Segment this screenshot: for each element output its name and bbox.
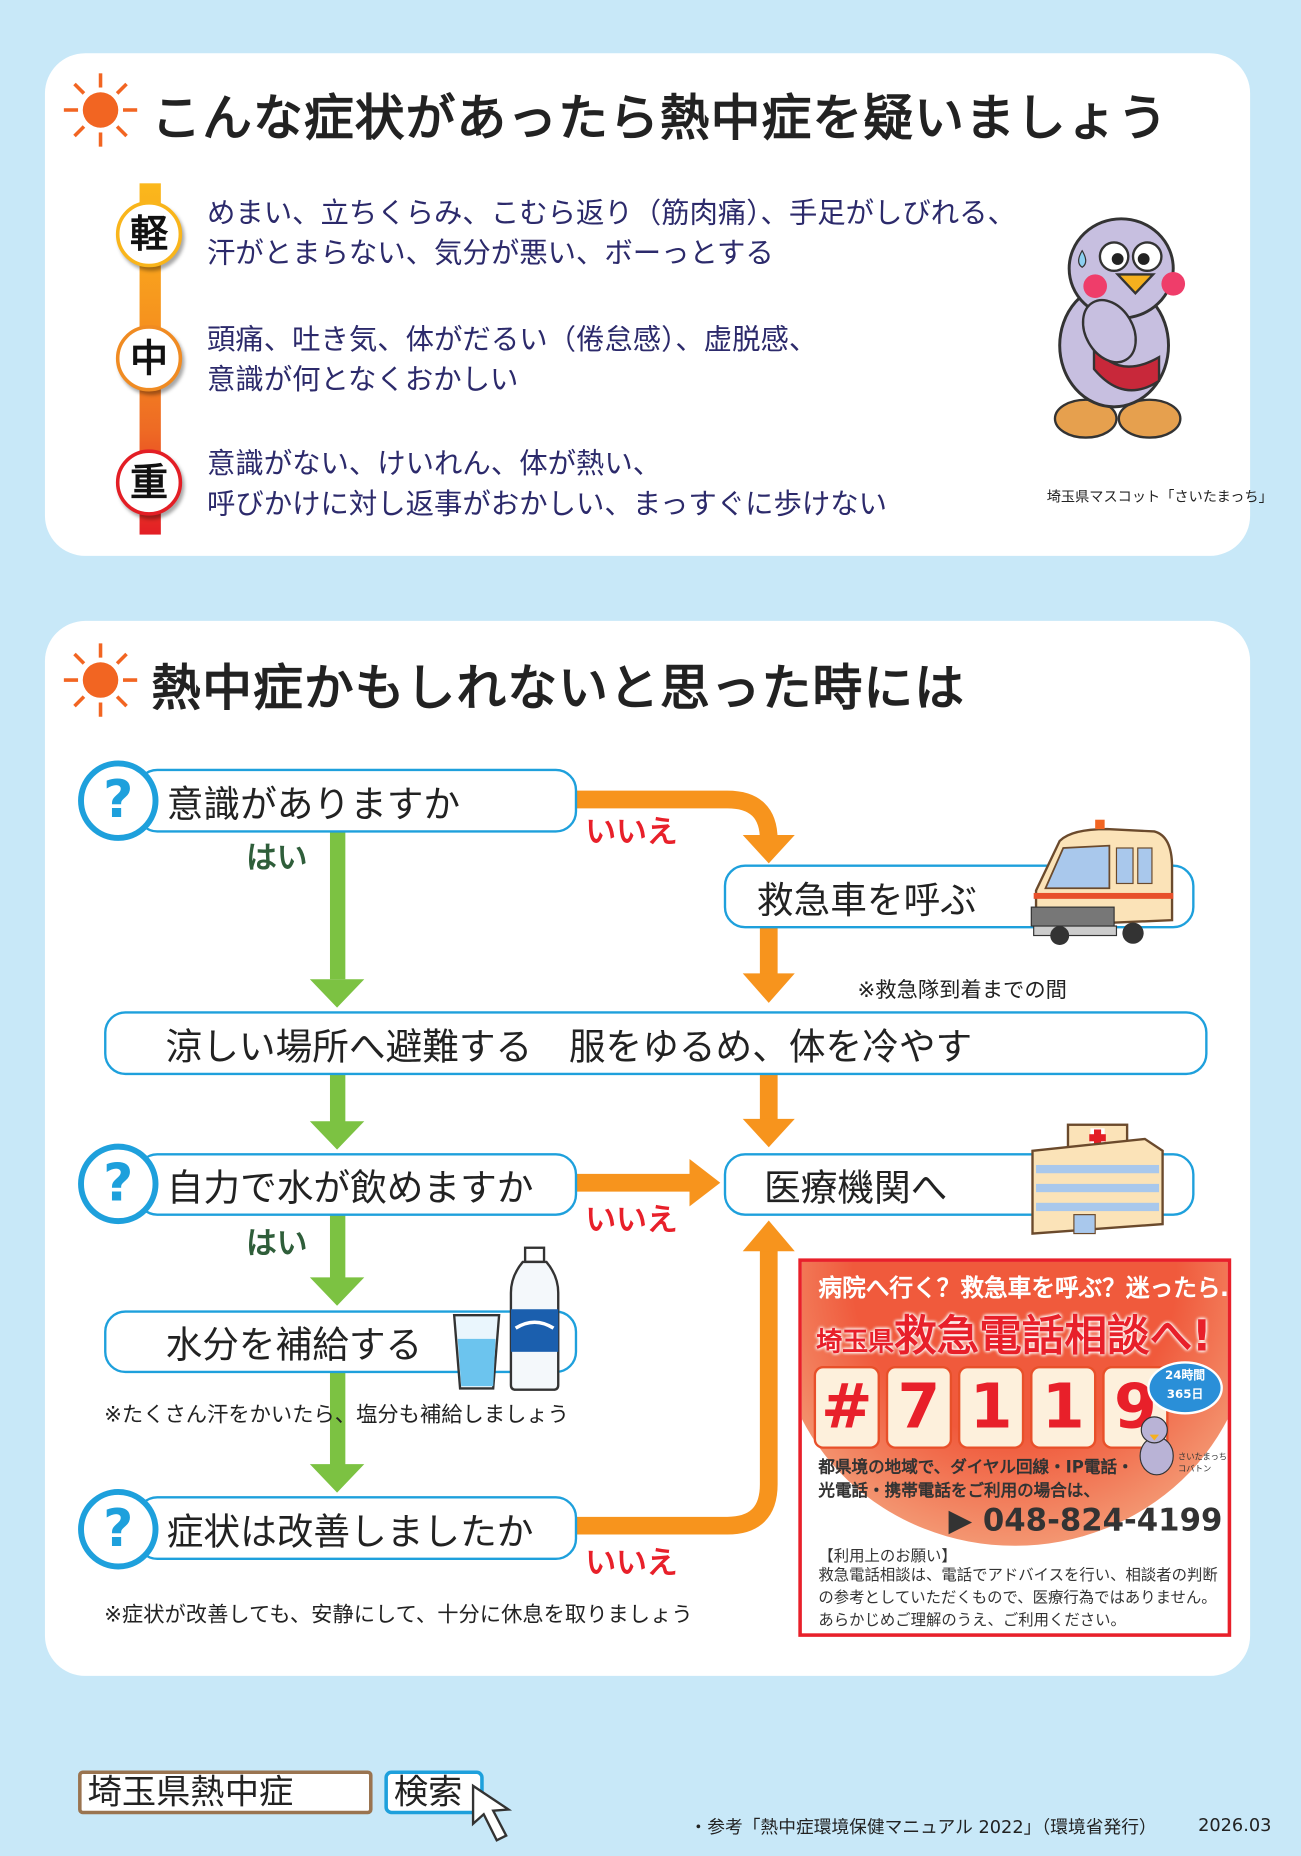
alt-phone-number: ▶ 048-824-4199 <box>948 1503 1223 1539</box>
hotline-headline: 埼玉県救急電話相談へ! <box>816 1302 1212 1364</box>
yes-label: はい <box>246 1226 308 1262</box>
action-text: 涼しい場所へ避難する 服をゆるめ、体を冷やす <box>165 1025 973 1069</box>
no-arrows <box>575 790 778 1535</box>
border-area-text: 都県境の地域で、ダイヤル回線・IP電話・光電話・携帯電話をご利用の場合は、 <box>818 1456 1133 1503</box>
flowchart-title: 熱中症かもしれないと思った時には <box>151 658 966 717</box>
symptom-line: めまい、立ちくらみ、こむら返り（筋肉痛）、手足がしびれる、 <box>206 196 1016 230</box>
severity-badge-moderate: 中 <box>115 325 183 392</box>
digit-key: # <box>813 1366 880 1449</box>
mascot-illustration <box>1053 217 1186 439</box>
cursor-arrow-icon <box>471 1783 513 1842</box>
mascot-caption: 埼玉県マスコット「さいたまっち」 <box>1046 488 1273 506</box>
hotline-lead: 病院へ行く？救急車を呼ぶ？迷ったら… <box>818 1273 1232 1303</box>
action-text: 医療機関へ <box>764 1167 948 1210</box>
badge-hours: 24時間 <box>1164 1369 1206 1383</box>
digit-key: 1 <box>957 1366 1025 1449</box>
notice-body: 救急電話相談は、電話でアドバイスを行い、相談者の判断の参考としていただくもので、… <box>818 1567 1218 1630</box>
action-text: 水分を補給する <box>165 1324 423 1368</box>
issue-date: 2026.03 <box>1198 1814 1272 1836</box>
notice-title: 【利用上のお願い】 <box>818 1548 957 1566</box>
water-glass-icon <box>452 1313 501 1390</box>
ambulance-note: ※救急隊到着までの間 <box>857 978 1067 1003</box>
yes-arrows <box>309 831 365 1493</box>
sun-icon <box>63 643 138 717</box>
sun-icon <box>63 73 138 147</box>
question-text: 症状は改善しましたか <box>166 1510 534 1554</box>
question-mark-icon: ? <box>78 1143 159 1225</box>
hotline-prefix: 埼玉県 <box>816 1328 895 1358</box>
hotline-number: # 7 1 1 9 <box>813 1366 1169 1449</box>
yes-label: はい <box>246 840 308 877</box>
symptom-line: 汗がとまらない、気分が悪い、ボーっとする <box>206 236 774 270</box>
digit-key: 1 <box>1030 1366 1097 1449</box>
no-label: いいえ <box>585 814 678 851</box>
ambulance-illustration <box>1030 819 1174 945</box>
hotline-title: 救急電話相談へ! <box>894 1312 1212 1362</box>
border-line: 都県境の地域で、ダイヤル回線・IP電話・ <box>818 1458 1134 1478</box>
question-text: 自力で水が飲めますか <box>166 1167 534 1210</box>
cool-down-box: 涼しい場所へ避難する 服をゆるめ、体を冷やす <box>104 1011 1208 1076</box>
water-bottle-icon <box>509 1246 560 1391</box>
question-consciousness: 意識がありますか <box>136 768 578 833</box>
symptoms-card <box>44 53 1251 556</box>
mascots-caption: さいたまっち コバトン <box>1177 1452 1228 1474</box>
severity-badge-severe: 重 <box>115 449 183 516</box>
symptom-line: 頭痛、吐き気、体がだるい（倦怠感）、虚脱感、 <box>206 322 818 356</box>
symptoms-title: こんな症状があったら熱中症を疑いましょう <box>151 88 1169 147</box>
hotline-panel: 病院へ行く？救急車を呼ぶ？迷ったら… 埼玉県救急電話相談へ! # 7 1 1 9… <box>798 1258 1232 1637</box>
symptoms-moderate: 頭痛、吐き気、体がだるい（倦怠感）、虚脱感、意識が何となくおかしい <box>207 319 817 399</box>
symptom-line: 呼びかけに対し返事がおかしい、まっすぐに歩けない <box>206 487 888 521</box>
24h-badge: 24時間 365日 <box>1147 1361 1223 1415</box>
search-input[interactable]: 埼玉県熱中症 <box>78 1770 373 1815</box>
rest-note: ※症状が改善しても、安静にして、十分に休息を取りましょう <box>104 1602 693 1628</box>
severity-badge-mild: 軽 <box>115 201 183 268</box>
question-drink-water: 自力で水が飲めますか <box>136 1153 578 1216</box>
question-improved: 症状は改善しましたか <box>136 1496 578 1560</box>
search-button[interactable]: 検索 <box>384 1770 484 1815</box>
mascots-illustration <box>1139 1416 1174 1476</box>
symptom-line: 意識が何となくおかしい <box>206 363 519 397</box>
no-label: いいえ <box>585 1545 678 1582</box>
digit-key: 7 <box>885 1366 953 1449</box>
question-mark-icon: ? <box>78 1489 159 1570</box>
symptoms-mild: めまい、立ちくらみ、こむら返り（筋肉痛）、手足がしびれる、汗がとまらない、気分が… <box>207 193 1016 273</box>
action-text: 救急車を呼ぶ <box>756 879 977 922</box>
symptom-line: 意識がない、けいれん、体が熱い、 <box>206 447 662 481</box>
badge-days: 365日 <box>1166 1388 1204 1402</box>
no-label: いいえ <box>585 1202 678 1239</box>
hydrate-note: ※たくさん汗をかいたら、塩分も補給しましょう <box>104 1402 569 1428</box>
reference-note: ・参考「熱中症環境保健マニュアル 2022」（環境省発行） <box>689 1816 1157 1838</box>
hospital-illustration <box>1031 1123 1164 1235</box>
border-line: 光電話・携帯電話をご利用の場合は、 <box>818 1481 1100 1501</box>
symptoms-severe: 意識がない、けいれん、体が熱い、呼びかけに対し返事がおかしい、まっすぐに歩けない <box>207 444 887 524</box>
question-text: 意識がありますか <box>166 783 461 827</box>
hydrate-box: 水分を補給する <box>104 1310 578 1374</box>
question-mark-icon: ? <box>78 760 159 841</box>
